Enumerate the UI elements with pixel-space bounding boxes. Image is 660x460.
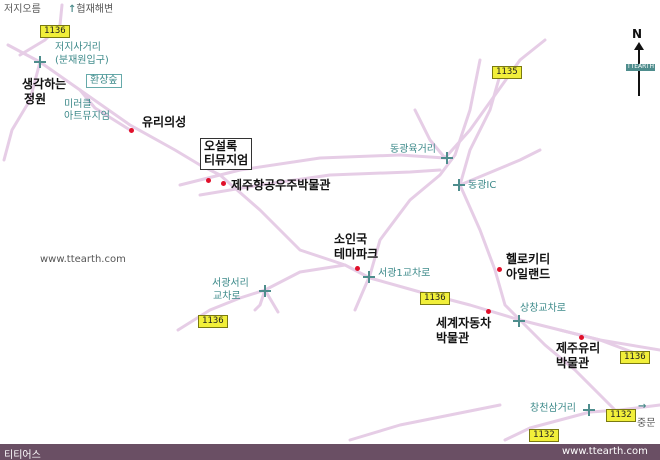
road-osulloc-2 — [198, 168, 442, 197]
route-badge-1132-south: 1132 — [529, 429, 559, 442]
label-seogwang-seori-2: 교차로 — [213, 291, 241, 302]
compass-letter: N — [632, 27, 643, 41]
road-donggwang-w — [413, 108, 447, 160]
label-world-auto-2: 박물관 — [436, 331, 470, 345]
label-glass-castle: 유리의성 — [142, 115, 187, 129]
label-soingook: 소인국 — [334, 232, 368, 246]
junction-donggwang-6 — [441, 152, 453, 164]
road-west-down — [2, 60, 42, 162]
arrow-up-icon: ↑ — [68, 4, 77, 15]
label-donggwang-6: 동광육거리 — [390, 144, 436, 155]
label-seogwang1: 서광1교차로 — [378, 268, 431, 279]
label-jeoji-junction: 저지사거리 — [55, 42, 101, 53]
label-aerospace-museum: 제주항공우주박물관 — [231, 178, 331, 192]
footer-url[interactable]: www.ttearth.com — [562, 446, 648, 457]
poi-dot-glass-castle — [129, 128, 134, 133]
route-badge-1136-west: 1136 — [198, 315, 228, 328]
road-sangchang-e — [558, 328, 642, 357]
map-footer: 티티어스 www.ttearth.com — [0, 444, 660, 460]
label-mirror-museum: 미러클 — [64, 99, 92, 110]
road-donggwang-ne — [443, 38, 547, 160]
label-mirror-museum-2: 아트뮤지엄 — [64, 111, 110, 122]
label-changcheon: 창천삼거리 — [530, 403, 576, 414]
footer-brand: 티티어스 — [4, 450, 41, 460]
junction-changcheon — [583, 404, 595, 416]
compass-arrowhead-icon — [634, 42, 644, 50]
route-badge-1136: 1136 — [40, 25, 70, 38]
road-seogwang-s — [253, 288, 267, 312]
junction-jeoji — [34, 56, 46, 68]
route-badge-1136-east: 1136 — [620, 351, 650, 364]
road-south-w — [348, 403, 502, 442]
compass-tag: TTEARTH — [626, 63, 656, 71]
label-hyeopjae-beach: ↑협재해변 — [68, 4, 114, 15]
road-sangchang-s — [518, 318, 622, 417]
label-hello-kitty: 헬로키티 — [506, 252, 551, 266]
label-thinking-garden: 생각하는 — [22, 77, 67, 91]
label-osulloc: 오설록 티뮤지엄 — [200, 138, 253, 170]
road-seogwang-s2 — [263, 288, 280, 314]
road-network — [2, 3, 660, 442]
watermark-left: www.ttearth.com — [40, 254, 126, 265]
route-badge-1132-east: 1132 — [606, 409, 636, 422]
label-jungmun: 중문 — [637, 418, 656, 429]
junction-seogwang1 — [363, 271, 375, 283]
label-soingook-2: 테마파크 — [334, 247, 379, 261]
label-donggwang-ic: 동광IC — [468, 180, 497, 191]
route-badge-1136-center: 1136 — [420, 292, 450, 305]
road-donggwang-e — [458, 148, 542, 187]
label-world-auto: 세계자동차 — [436, 316, 492, 330]
junction-sangchang — [513, 315, 525, 327]
label-sangchang: 상창교차로 — [520, 303, 566, 314]
road-seogwang-w — [176, 263, 347, 332]
poi-dot-osulloc — [206, 178, 211, 183]
road-osulloc — [178, 153, 447, 187]
poi-dot-soingook — [355, 266, 360, 271]
poi-dot-hello-kitty — [497, 267, 502, 272]
label-thinking-garden-2: 정원 — [24, 92, 47, 106]
label-hello-kitty-2: 아일랜드 — [506, 267, 551, 281]
label-jeju-glass-2: 박물관 — [556, 356, 590, 370]
label-seogwang-seori: 서광서리 — [212, 278, 249, 289]
road-1135 — [353, 58, 482, 312]
label-jeoji-oreum: 저지오름 — [4, 4, 41, 15]
poi-dot-world-auto — [486, 309, 491, 314]
road-1135-b — [458, 73, 522, 322]
poi-dot-aerospace — [221, 181, 226, 186]
route-badge-1135: 1135 — [492, 66, 522, 79]
north-compass: N TTEARTH — [626, 27, 656, 98]
junction-seogwang-seori — [259, 285, 271, 297]
junction-donggwang-ic — [453, 179, 465, 191]
label-jeju-glass: 제주유리 — [556, 341, 601, 355]
arrow-right-icon: → — [638, 401, 647, 412]
road-mirror — [78, 88, 132, 132]
poi-dot-jeju-glass — [579, 335, 584, 340]
road-1136-main — [6, 43, 660, 352]
label-hwansangsup: 환상숲 — [86, 74, 122, 88]
label-jeoji-junction-sub: (분재원입구) — [55, 55, 109, 66]
